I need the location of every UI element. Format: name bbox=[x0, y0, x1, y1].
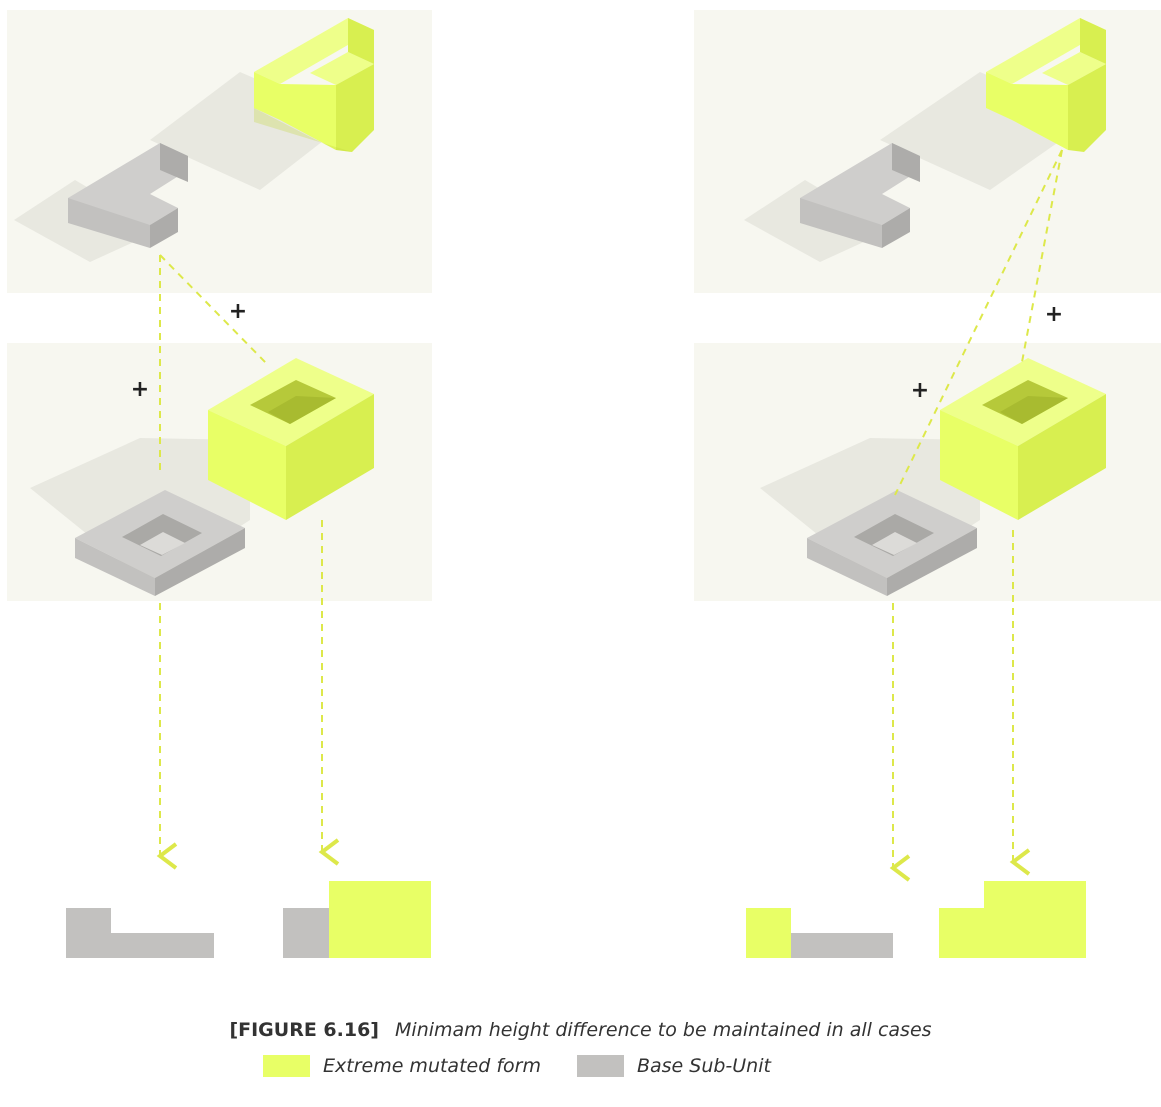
left-elevation bbox=[66, 881, 431, 958]
yellow-elevation-stepped bbox=[939, 881, 1086, 958]
figure-text: Minimam height difference to be maintain… bbox=[395, 1019, 932, 1041]
left-middle-panel bbox=[7, 343, 432, 601]
yellow-l-form-right bbox=[986, 18, 1106, 152]
plus-marker-left-upper: + bbox=[229, 299, 247, 324]
right-middle-panel bbox=[694, 343, 1161, 601]
figure-label: [FIGURE 6.16] bbox=[229, 1019, 379, 1041]
figure-caption: [FIGURE 6.16] Minimam height difference … bbox=[0, 1019, 1161, 1041]
grey-l-form bbox=[68, 143, 188, 248]
legend-item-base: Base Sub-Unit bbox=[576, 1055, 771, 1077]
grey-elevation-bar bbox=[791, 933, 893, 958]
grey-ring-form-right bbox=[807, 490, 977, 596]
left-connectors bbox=[156, 254, 340, 870]
plus-marker-right-lower: + bbox=[911, 378, 929, 403]
right-elevation bbox=[746, 881, 1086, 958]
plus-marker-right-upper: + bbox=[1045, 302, 1063, 327]
legend-swatch-grey bbox=[576, 1055, 624, 1077]
legend-swatch-yellow bbox=[263, 1055, 310, 1077]
yellow-box-form bbox=[208, 358, 374, 520]
plus-marker-left-lower: + bbox=[131, 377, 149, 402]
right-connectors bbox=[889, 149, 1063, 882]
yellow-elevation-small bbox=[746, 908, 791, 958]
grey-ring-form bbox=[75, 490, 245, 596]
grey-elevation-l bbox=[66, 908, 214, 958]
legend: Extreme mutated form Base Sub-Unit bbox=[263, 1055, 807, 1077]
legend-label-mutated: Extreme mutated form bbox=[323, 1055, 541, 1077]
legend-label-base: Base Sub-Unit bbox=[636, 1055, 771, 1077]
right-top-panel bbox=[694, 10, 1161, 293]
yellow-l-form bbox=[254, 18, 374, 152]
yellow-box-form-right bbox=[940, 358, 1106, 520]
mutation-diagram: + + bbox=[7, 10, 1161, 958]
yellow-elevation-box bbox=[329, 881, 431, 958]
left-top-panel bbox=[7, 10, 432, 293]
grey-elevation-base bbox=[283, 908, 329, 958]
grey-l-form-right bbox=[800, 143, 920, 248]
legend-item-mutated: Extreme mutated form bbox=[263, 1055, 541, 1077]
